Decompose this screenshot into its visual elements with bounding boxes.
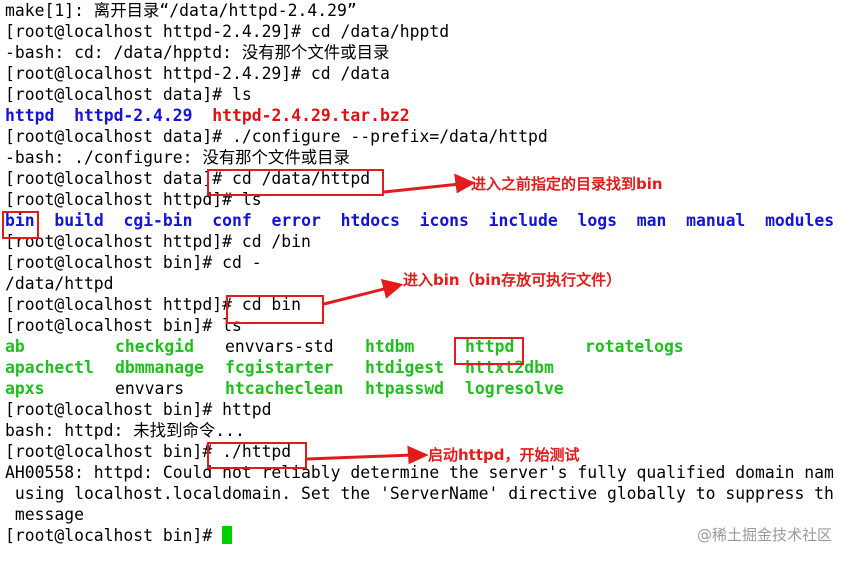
dir-entry: conf: [212, 211, 252, 230]
terminal-line: using localhost.localdomain. Set the 'Se…: [5, 484, 834, 503]
terminal-line: /data/httpd: [5, 274, 114, 293]
terminal-line: -bash: cd: /data/hpptd: 没有那个文件或目录: [5, 43, 390, 62]
exec-entry: ab: [5, 337, 25, 356]
file-entry: envvars-std: [225, 337, 334, 356]
terminal-line: [root@localhost httpd-2.4.29]# cd /data: [5, 64, 390, 83]
arrow-head: [454, 173, 476, 194]
terminal-line: [root@localhost httpd]# cd /bin: [5, 232, 311, 251]
watermark: @稀土掘金技术社区: [696, 526, 832, 544]
dir-entry: cgi-bin: [123, 211, 193, 230]
file-entry: envvars: [115, 379, 185, 398]
terminal-line: message: [5, 505, 84, 524]
annotation-note: 进入之前指定的目录找到bin: [471, 175, 663, 193]
exec-entry: dbmmanage: [115, 358, 204, 377]
terminal-line: bash: httpd: 未找到命令...: [5, 421, 245, 440]
terminal-line: [root@localhost bin]# ls: [5, 316, 242, 335]
terminal-line: [root@localhost bin]# cd -: [5, 253, 262, 272]
terminal-line: [root@localhost httpd]# cd bin: [5, 295, 302, 314]
terminal-prompt: [root@localhost bin]#: [5, 526, 223, 545]
dir-entry: man: [636, 211, 667, 230]
ls-bin-row: ab checkgid envvars-std htdbm httpd rotatelog…: [5, 336, 850, 357]
archive-entry: httpd-2.4.29.tar.bz2: [212, 106, 410, 125]
dir-entry: logs: [577, 211, 617, 230]
arrow-shaft: [306, 453, 414, 461]
terminal-line: [root@localhost bin]# httpd: [5, 400, 272, 419]
exec-entry: htdigest: [365, 358, 444, 377]
dir-entry: httpd-2.4.29: [74, 106, 193, 125]
arrow-shaft: [323, 286, 389, 306]
dir-entry: httpd: [5, 106, 55, 125]
dir-entry: include: [488, 211, 558, 230]
ls-bin-row: apxs envvars htcacheclean htpasswd logresolv…: [5, 378, 850, 399]
exec-entry: httxt2dbm: [465, 358, 554, 377]
exec-entry: apxs: [5, 379, 45, 398]
ls-data-output: httpd httpd-2.4.29 httpd-2.4.29.tar.bz2: [5, 105, 850, 126]
dir-entry: build: [54, 211, 104, 230]
terminal-line: [root@localhost data]# ls: [5, 85, 252, 104]
exec-entry: checkgid: [115, 337, 194, 356]
dir-entry: bin: [5, 211, 35, 230]
terminal-cursor: [222, 526, 233, 544]
ls-bin-row: apachectl dbmmanage fcgistarter htdigest htt…: [5, 357, 850, 378]
exec-entry: htdbm: [365, 337, 415, 356]
annotation-note: 进入bin（bin存放可执行文件）: [403, 271, 622, 289]
arrow-head: [407, 445, 429, 465]
terminal-line: -bash: ./configure: 没有那个文件或目录: [5, 148, 350, 167]
dir-entry: htdocs: [340, 211, 400, 230]
exec-entry: httpd: [465, 337, 515, 356]
exec-entry: logresolve: [465, 379, 564, 398]
dir-entry: modules: [765, 211, 835, 230]
highlight-box-bin-entry: [2, 211, 39, 239]
terminal-line: [root@localhost httpd-2.4.29]# cd /data/…: [5, 22, 450, 41]
exec-entry: apachectl: [5, 358, 94, 377]
terminal-line: AH00558: httpd: Could not reliably deter…: [5, 463, 834, 482]
exec-entry: htpasswd: [365, 379, 444, 398]
terminal-line: [root@localhost bin]# ./httpd: [5, 442, 292, 461]
highlight-box-run-httpd: [207, 442, 307, 469]
terminal-prompt-line[interactable]: [root@localhost bin]#: [5, 525, 850, 546]
exec-entry: rotatelogs: [585, 337, 684, 356]
exec-entry: htcacheclean: [225, 379, 344, 398]
terminal-line: [root@localhost data]# ./configure --pre…: [5, 127, 548, 146]
highlight-box-httpd-binary: [454, 337, 524, 365]
arrow-shaft: [383, 182, 461, 194]
ls-httpd-output: bin build cgi-bin conf error htdocs icon…: [5, 210, 850, 231]
exec-entry: fcgistarter: [225, 358, 334, 377]
highlight-box-cd-data-httpd: [207, 169, 384, 196]
arrow-head: [380, 278, 404, 299]
highlight-box-cd-bin: [226, 295, 324, 324]
terminal-line: make[1]: 离开目录“/data/httpd-2.4.29”: [5, 1, 357, 20]
annotation-note: 启动httpd，开始测试: [428, 446, 580, 464]
dir-entry: manual: [686, 211, 746, 230]
terminal-output[interactable]: make[1]: 离开目录“/data/httpd-2.4.29” [root@…: [5, 0, 850, 563]
dir-entry: icons: [419, 211, 469, 230]
dir-entry: error: [271, 211, 321, 230]
